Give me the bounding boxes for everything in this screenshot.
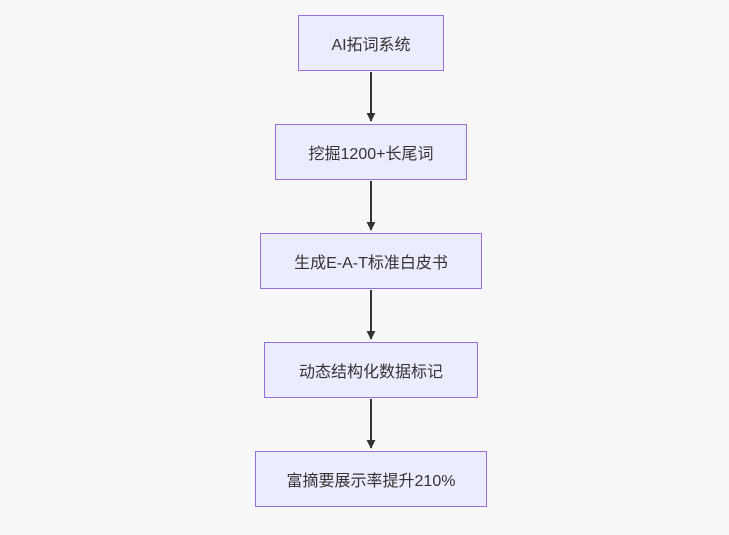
- flow-node-ai-word-expansion: AI拓词系统: [298, 15, 444, 71]
- flow-node-label: 生成E-A-T标准白皮书: [294, 255, 448, 272]
- flow-node-longtail-mining: 挖掘1200+长尾词: [275, 124, 467, 180]
- flow-node-label: 挖掘1200+长尾词: [308, 146, 434, 163]
- flow-node-eat-whitepaper: 生成E-A-T标准白皮书: [260, 233, 482, 289]
- flow-node-rich-snippet-result: 富摘要展示率提升210%: [255, 451, 487, 507]
- flow-node-structured-data-markup: 动态结构化数据标记: [264, 342, 478, 398]
- flow-node-label: AI拓词系统: [331, 37, 411, 54]
- flow-node-label: 动态结构化数据标记: [298, 364, 443, 381]
- flow-node-label: 富摘要展示率提升210%: [286, 473, 456, 490]
